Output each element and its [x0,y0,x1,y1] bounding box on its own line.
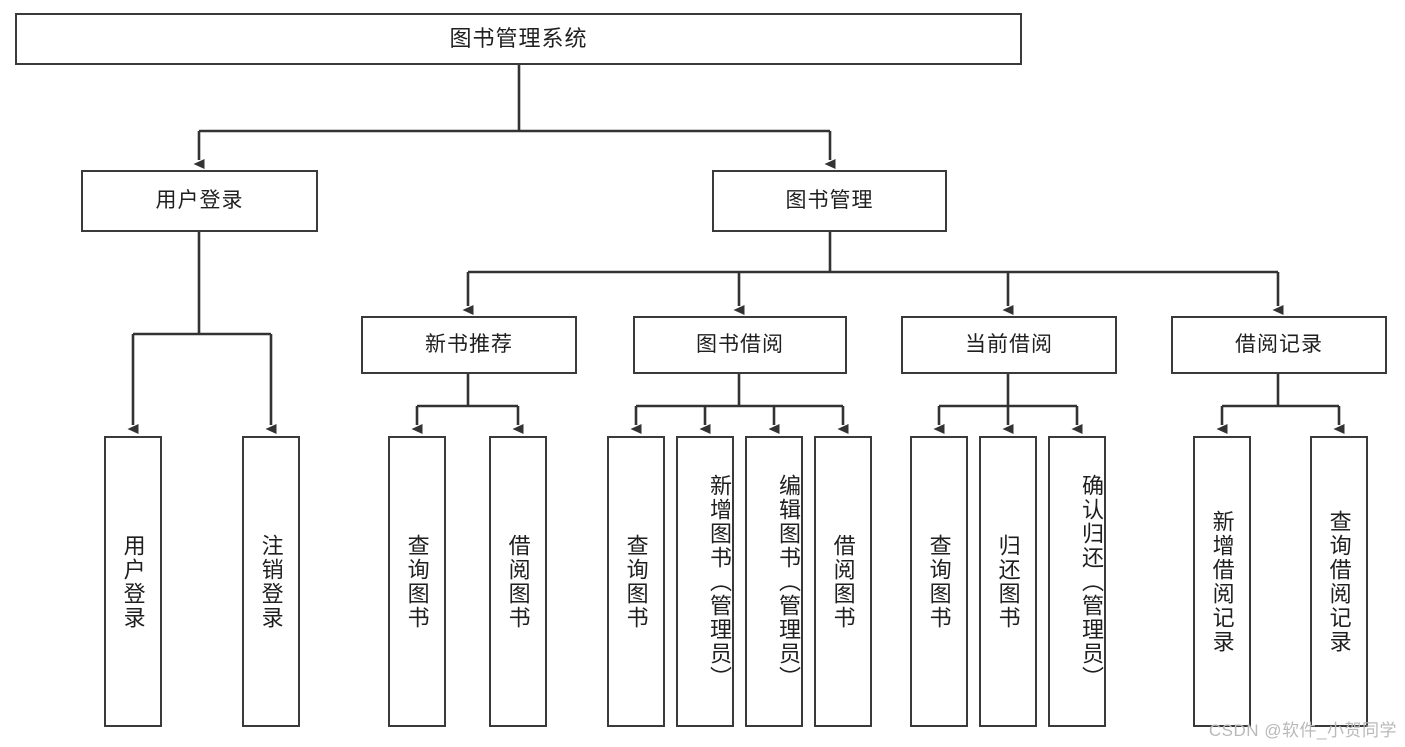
leaf-add-book-admin[interactable]: 新增图书（管理员） [676,436,734,727]
leaf-logout[interactable]: 注销登录 [242,436,300,727]
node-label: 注销登录 [258,533,284,630]
node-borrow-record[interactable]: 借阅记录 [1171,316,1387,374]
leaf-borrow-book[interactable]: 借阅图书 [814,436,872,727]
leaf-confirm-return-admin[interactable]: 确认归还（管理员） [1048,436,1106,727]
node-label: 新书推荐 [425,333,513,357]
node-book-borrow[interactable]: 图书借阅 [633,316,847,374]
node-label: 图书管理系统 [449,25,588,51]
node-book-management[interactable]: 图书管理 [712,170,947,232]
node-root-system[interactable]: 图书管理系统 [15,13,1022,65]
leaf-borrow-book-recommend[interactable]: 借阅图书 [489,436,547,727]
leaf-add-borrow-record[interactable]: 新增借阅记录 [1193,436,1251,727]
node-new-book-recommend[interactable]: 新书推荐 [361,316,577,374]
node-label: 归还图书 [995,533,1021,630]
node-label: 借阅图书 [505,533,531,630]
leaf-return-book[interactable]: 归还图书 [979,436,1037,727]
node-label: 查询图书 [926,533,952,630]
node-label: 查询图书 [623,533,649,630]
node-label: 用户登录 [155,189,244,213]
node-label: 图书借阅 [696,333,784,357]
leaf-query-book-current[interactable]: 查询图书 [910,436,968,727]
node-label: 新增借阅记录 [1209,509,1235,654]
leaf-edit-book-admin[interactable]: 编辑图书（管理员） [745,436,803,727]
leaf-query-book-recommend[interactable]: 查询图书 [388,436,446,727]
node-label: 查询借阅记录 [1326,509,1352,654]
node-label: 借阅记录 [1235,333,1323,357]
node-label: 借阅图书 [830,533,856,630]
leaf-user-login[interactable]: 用户登录 [104,436,162,727]
leaf-query-book-borrow[interactable]: 查询图书 [607,436,665,727]
node-label: 编辑图书（管理员） [776,473,801,690]
leaf-query-borrow-record[interactable]: 查询借阅记录 [1310,436,1368,727]
node-label: 当前借阅 [965,333,1053,357]
node-label: 新增图书（管理员） [707,473,732,690]
node-label: 查询图书 [404,533,430,630]
node-label: 确认归还（管理员） [1079,473,1104,690]
watermark: CSDN @软件_小贺同学 [1208,721,1397,740]
node-user-login[interactable]: 用户登录 [81,170,318,232]
node-label: 用户登录 [120,533,146,630]
node-current-borrow[interactable]: 当前借阅 [901,316,1117,374]
node-label: 图书管理 [785,189,874,213]
